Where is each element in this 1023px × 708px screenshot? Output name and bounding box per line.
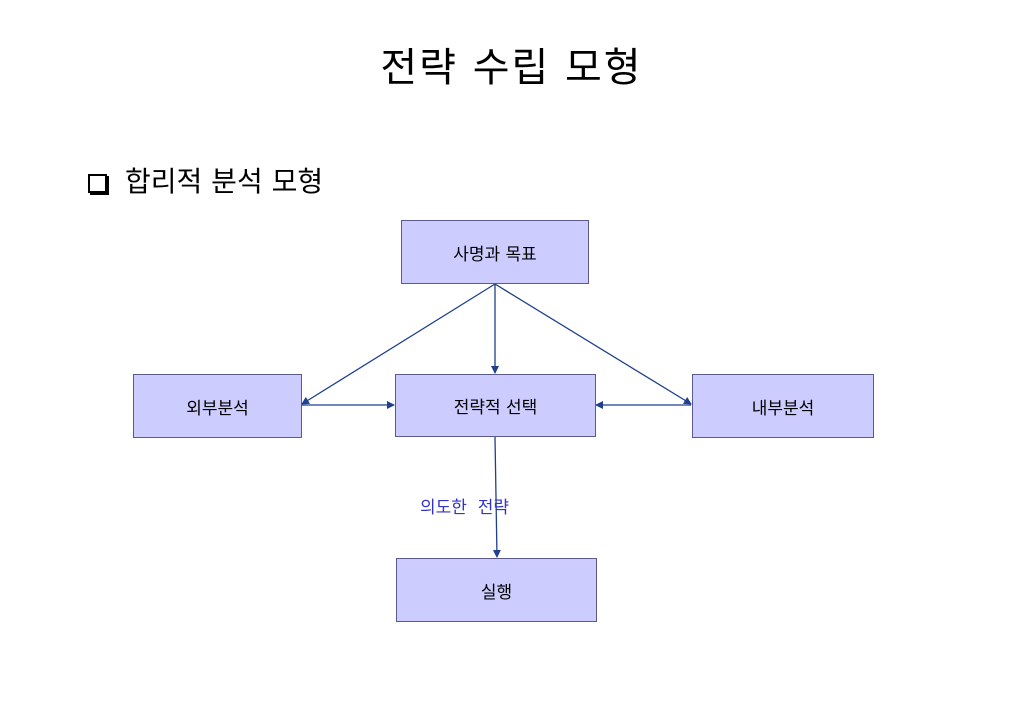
edge-label-intended-strategy: 의도한 전략: [420, 498, 510, 518]
section-subtitle: 합리적 분석 모형: [125, 165, 324, 198]
node-execution-label: 실행: [480, 582, 513, 603]
page-title: 전략 수립 모형: [380, 45, 643, 91]
arrow-mission-to-internal: [494, 283, 692, 405]
node-mission: 사명과 목표: [401, 220, 589, 284]
node-internal-label: 내부분석: [751, 398, 815, 419]
node-strategic-choice-label: 전략적 선택: [453, 398, 538, 418]
node-external-label: 외부분석: [186, 398, 249, 419]
arrow-mission-to-external: [301, 283, 496, 405]
node-external: 외부분석: [133, 374, 302, 438]
hollow-square-bullet-icon: [88, 173, 107, 193]
node-internal: 내부분석: [692, 374, 874, 438]
node-strategic-choice: 전략적 선택: [395, 374, 596, 437]
arrow-strategic-choice-to-execution: [492, 436, 501, 558]
bullet-item: 합리적 분석 모형: [88, 162, 323, 202]
node-mission-label: 사명과 목표: [453, 244, 537, 265]
node-execution: 실행: [396, 558, 597, 622]
